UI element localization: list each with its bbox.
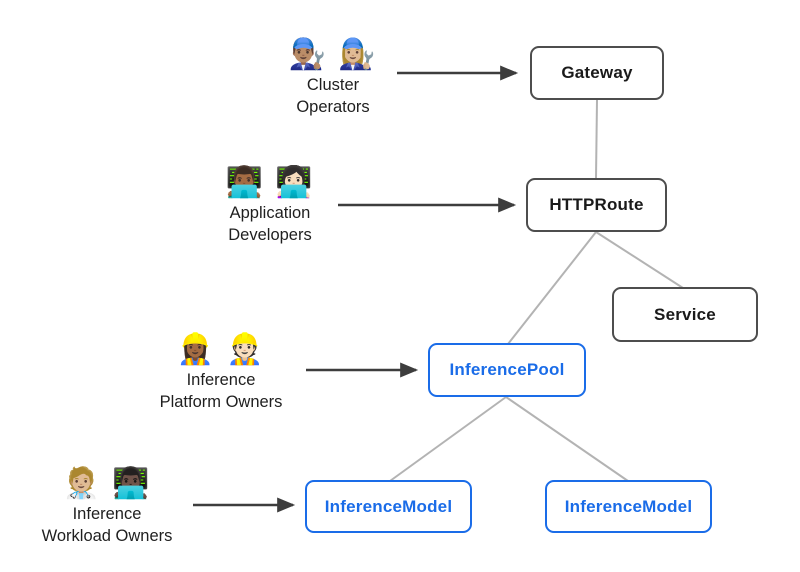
service-node: Service [612, 287, 758, 342]
edge-httproute-inferencepool [507, 231, 597, 345]
httproute-node: HTTPRoute [526, 178, 667, 232]
inferencemodel-left-node-label: InferenceModel [324, 496, 453, 516]
inferencemodel-right-node: InferenceModel [545, 480, 712, 533]
construction-worker-people-emoji-icon: 👷🏾‍♀️ 👷🏻 [176, 333, 266, 366]
inferencepool-node-label: InferencePool [449, 360, 565, 379]
edge-gateway-httproute [595, 99, 598, 179]
technologist-people-emoji-icon: 👨🏾‍💻 👩🏻‍💻 [225, 166, 315, 199]
actor-inference-workload-owners: 🧑🏼‍⚕️ 👨🏿‍💻 Inference Workload Owners [0, 465, 217, 547]
inferencemodel-left-node: InferenceModel [305, 480, 472, 533]
gateway-node-label: Gateway [561, 63, 633, 82]
httproute-node-label: HTTPRoute [549, 195, 644, 214]
actor-cluster-operators: 👨🏽‍🔧 👩🏼‍🔧 Cluster Operators [223, 36, 443, 118]
actor-cluster-operators-label-line1: Cluster [306, 76, 360, 94]
actor-inference-platform-owners-label-line2: Platform Owners [159, 393, 283, 411]
actor-inference-platform-owners-label-line1: Inference [186, 371, 256, 389]
gateway-node: Gateway [530, 46, 664, 100]
actor-application-developers: 👨🏾‍💻 👩🏻‍💻 Application Developers [160, 164, 380, 246]
edge-inferencepool-inferencemodel-left [389, 396, 507, 482]
edge-inferencepool-inferencemodel-right [505, 396, 629, 482]
actor-inference-workload-owners-label-line1: Inference [72, 505, 142, 523]
mechanic-people-emoji-icon: 👨🏽‍🔧 👩🏼‍🔧 [288, 38, 378, 71]
edge-httproute-service [595, 231, 684, 289]
actor-cluster-operators-label-line2: Operators [296, 98, 370, 116]
worker-technologist-people-emoji-icon: 🧑🏼‍⚕️ 👨🏿‍💻 [62, 467, 152, 500]
actor-application-developers-label-line2: Developers [228, 226, 312, 244]
inferencepool-node: InferencePool [428, 343, 586, 397]
inferencemodel-right-node-label: InferenceModel [564, 496, 693, 516]
actor-inference-workload-owners-label-line2: Workload Owners [41, 527, 173, 545]
service-node-label: Service [654, 304, 716, 324]
actor-inference-platform-owners: 👷🏾‍♀️ 👷🏻 Inference Platform Owners [111, 331, 331, 413]
actor-application-developers-label-line1: Application [229, 204, 311, 222]
